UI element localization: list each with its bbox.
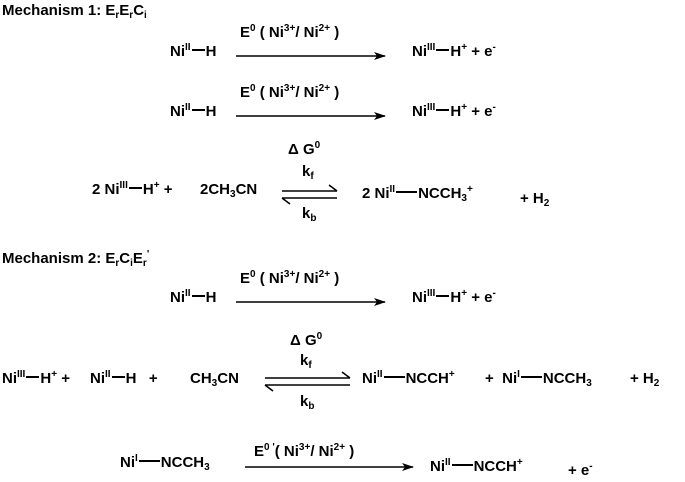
m1-step1-condition: E0 ( Ni3+/ Ni2+ ) [240,23,340,42]
m2-step2-kb: kb [300,393,315,412]
m2-step2-kf: kf [300,352,312,371]
m1-step3-product-hydrogen: + H2 [520,190,550,209]
m2-step1-condition: E0 ( Ni3+/ Ni2+ ) [240,269,340,288]
m1-step2-condition: E0 ( Ni3+/ Ni2+ ) [240,83,340,102]
m1-step3-equilibrium-arrow [281,184,338,205]
m1-step3-delta-g: Δ G0 [288,140,321,159]
m1-step3-kf: kf [302,163,314,182]
m2-step3-condition: E0 '( Ni3+/ Ni2+ ) [254,442,355,461]
m1-step3-kb: kb [302,205,317,224]
m2-step2-delta-g: Δ G0 [290,331,323,350]
m2-step2-equilibrium-arrow [264,371,351,392]
m2-step2-reactant-acetonitrile: CH3CN [190,370,239,389]
m2-step2-product-hydrogen: + H2 [630,370,660,389]
mechanism-2-title: Mechanism 2: ErCiEr' [2,249,150,269]
m2-step3-electron: + e- [568,461,593,480]
mechanism-1-title: Mechanism 1: ErErCi [2,2,147,21]
m1-step3-reactant-acetonitrile: 2CH3CN [200,181,258,200]
